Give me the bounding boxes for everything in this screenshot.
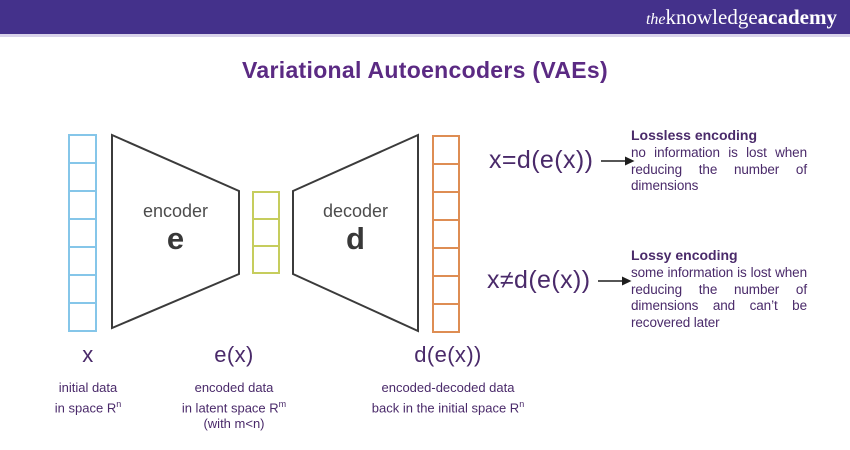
lossy-formula: x≠d(e(x)) [487,266,591,294]
logo-the: the [645,10,666,28]
latent-symbol: e(x) [214,342,254,367]
input-caption: initial data in space Rn [54,380,122,416]
lossless-body: no information is lost when reducing the… [631,145,807,193]
stack-cell [68,246,97,276]
superscript: n [519,399,525,409]
stack-cell [432,303,460,333]
superscript: n [116,399,122,409]
stack-cell [68,190,97,220]
lossless-note: Lossless encoding no information is lost… [631,127,807,195]
lossless-heading: Lossless encoding [631,127,758,143]
superscript: m [278,399,287,409]
decoder-symbol: d [346,221,365,256]
lossless-equation-row: x=d(e(x)) [489,146,636,175]
arrow-right-icon [601,156,635,165]
lossy-body: some information is lost when reducing t… [631,265,807,330]
stack-cell [252,245,280,274]
stack-cell [68,162,97,192]
stack-cell [252,218,280,247]
latent-vector-stack [252,191,280,274]
stack-cell [252,191,280,220]
output-label-group: d(e(x)) encoded-decoded data back in the… [358,343,538,416]
stack-cell [432,191,460,221]
stack-cell [68,134,97,164]
lossless-formula: x=d(e(x)) [489,146,594,174]
stack-cell [68,274,97,304]
encoder-symbol: e [166,221,185,256]
decoder-label-group: decoder d [293,201,418,255]
output-vector-stack [432,135,460,333]
lossy-note: Lossy encoding some information is lost … [631,247,807,331]
decoder-word: decoder [322,201,389,221]
encoder-label-group: encoder e [112,201,239,255]
stack-cell [432,247,460,277]
output-caption: encoded-decoded data back in the initial… [371,380,525,416]
latent-label-group: e(x) encoded data in latent space Rm (wi… [154,343,314,432]
stack-cell [432,135,460,165]
output-symbol: d(e(x)) [414,342,482,367]
page-title: Variational Autoencoders (VAEs) [242,57,608,83]
logo-academy: academy [757,4,837,29]
input-vector-stack [68,134,97,332]
latent-caption: encoded data in latent space Rm (with m<… [181,380,287,432]
stack-cell [432,219,460,249]
lossy-equation-row: x≠d(e(x)) [487,266,633,295]
stack-cell [68,302,97,332]
logo-knowledge: knowledge [665,4,758,29]
stack-cell [432,275,460,305]
stack-cell [432,163,460,193]
encoder-word: encoder [142,201,209,221]
input-label-group: x initial data in space Rn [38,343,138,416]
lossy-heading: Lossy encoding [631,247,738,263]
stack-cell [68,218,97,248]
input-symbol: x [82,342,94,367]
arrow-right-icon [598,276,632,285]
